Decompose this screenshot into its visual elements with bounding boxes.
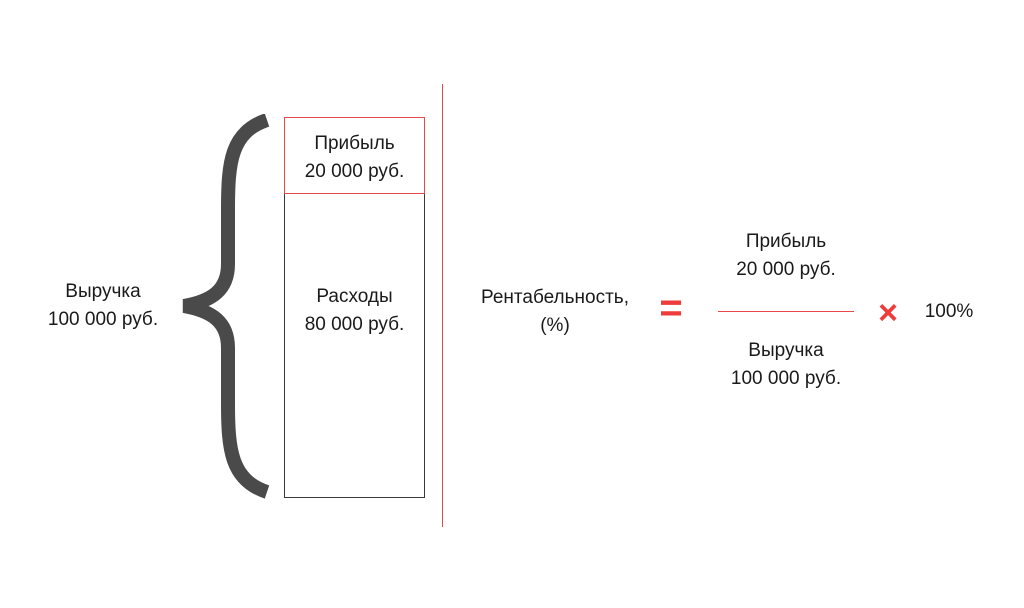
revenue-label-title: Выручка (65, 281, 141, 302)
numerator-title: Прибыль (745, 231, 827, 252)
fraction-numerator: Прибыль 20 000 руб. (700, 228, 872, 284)
expenses-bar-segment (284, 194, 425, 498)
profit-segment-label: Прибыль 20 000 руб. (284, 130, 425, 186)
expenses-segment-label: Расходы 80 000 руб. (284, 283, 425, 339)
fraction-line (718, 311, 854, 312)
profit-segment-title: Прибыль (314, 133, 395, 154)
curly-brace-icon (182, 114, 270, 499)
profit-bar-segment (284, 117, 425, 194)
expenses-segment-title: Расходы (316, 286, 393, 307)
profit-segment-amount: 20 000 руб. (304, 161, 405, 182)
profitability-unit: (%) (540, 315, 570, 336)
vertical-divider (442, 84, 443, 527)
equals-icon: = (659, 286, 683, 330)
profitability-label: Рентабельность, (%) (460, 284, 650, 340)
revenue-label: Выручка 100 000 руб. (28, 278, 178, 334)
revenue-label-amount: 100 000 руб. (47, 309, 159, 330)
percent-value: 100% (924, 301, 974, 322)
denominator-title: Выручка (748, 340, 824, 361)
fraction-denominator: Выручка 100 000 руб. (700, 337, 872, 393)
denominator-amount: 100 000 руб. (730, 368, 842, 389)
profitability-title: Рентабельность, (481, 287, 629, 308)
expenses-segment-amount: 80 000 руб. (304, 314, 405, 335)
numerator-amount: 20 000 руб. (736, 259, 836, 280)
multiply-icon: × (878, 294, 898, 332)
